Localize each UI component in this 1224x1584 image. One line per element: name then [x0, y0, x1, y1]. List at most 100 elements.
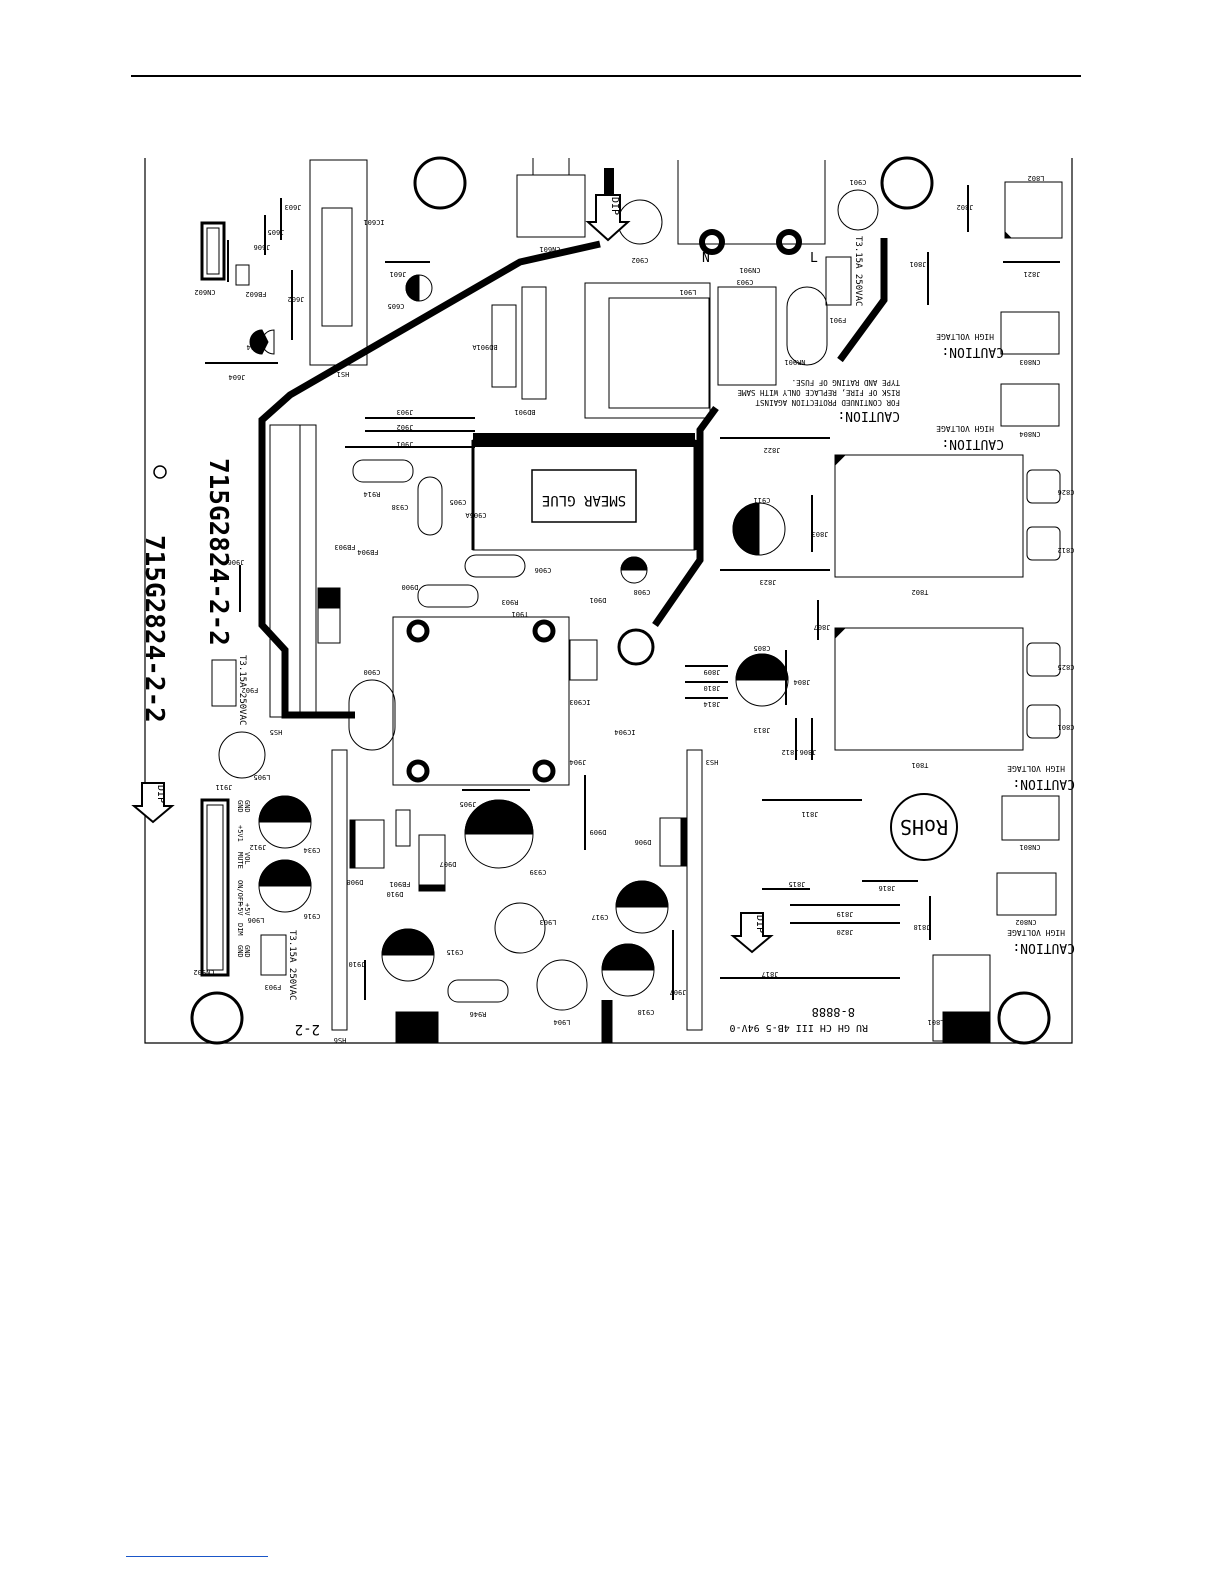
refdes-j823: J823 [760, 578, 777, 586]
refdes-c901: C901 [850, 178, 867, 186]
refdes-j901: J901 [397, 440, 414, 448]
refdes-d901: D901 [590, 596, 607, 604]
fuse-rating-f903: T3.15A 250VAC [287, 930, 297, 1000]
line-label-l: L [810, 251, 818, 266]
r946 [447, 979, 509, 1003]
refdes-j821: J821 [1024, 270, 1041, 278]
isolation-line [652, 405, 719, 627]
refdes-c915: C915 [447, 948, 464, 956]
refdes-cn902: CN902 [193, 968, 214, 976]
isolation-line [837, 238, 888, 363]
svg-text:+5V1: +5V1 [236, 825, 244, 842]
ul-mark: RU GH CH III 4B-5 94V-0 [730, 1022, 868, 1033]
f901 [825, 256, 852, 306]
refdes-t901: T901 [512, 610, 529, 618]
caution-label: CAUTION: HIGH VOLTAGE [1007, 764, 1075, 791]
refdes-t801: T801 [912, 761, 929, 769]
t801 [834, 627, 1024, 751]
smear-glue-text: SMEAR GLUE [542, 492, 626, 508]
l905 [218, 731, 266, 779]
refdes-c918: C918 [638, 1008, 655, 1016]
mount-hole [997, 991, 1051, 1045]
l903 [494, 902, 546, 954]
refdes-fb904: FB904 [357, 548, 378, 556]
svg-text:GND: GND [243, 945, 251, 958]
refdes-l905: L905 [254, 773, 271, 781]
refdes-r903: R903 [502, 598, 519, 606]
smear-glue-box [531, 469, 637, 523]
refdes-c900: C900 [364, 668, 381, 676]
refdes-j906: J906 [228, 558, 245, 566]
svg-text:FOR CONTINUED PROTECTION AGAIN: FOR CONTINUED PROTECTION AGAINST [755, 398, 900, 407]
refdes-l906: L906 [248, 916, 265, 924]
cn804 [1000, 383, 1060, 427]
refdes-d910: D910 [387, 890, 404, 898]
svg-text:CAUTION:: CAUTION: [1012, 776, 1075, 791]
f903 [260, 934, 287, 976]
r903 [417, 584, 479, 608]
hs3 [686, 749, 703, 1031]
svg-text:MUTE: MUTE [236, 852, 244, 869]
refdes-cn802: CN802 [1015, 918, 1036, 926]
refdes-j818: J818 [914, 923, 931, 931]
nr901 [786, 286, 828, 366]
refdes-d908: D908 [347, 878, 364, 886]
jumpers [205, 185, 1060, 1000]
refdes-j812: J812 [782, 748, 799, 756]
svg-text:GND: GND [236, 945, 244, 958]
refdes-c801: C801 [1058, 723, 1075, 731]
page-top-rule [131, 75, 1081, 77]
fb602 [235, 264, 250, 286]
refdes-fb903: FB903 [334, 543, 355, 551]
refdes-d906: D906 [635, 838, 652, 846]
refdes-j816: J816 [879, 884, 896, 892]
refdes-j602: J602 [288, 295, 305, 303]
refdes-c805: C805 [754, 644, 771, 652]
cn902-pin-labels: GND GND +5V1 MUTE VOL ON/OFF +5V +5V DIM… [236, 800, 251, 958]
hs1 [309, 159, 368, 366]
caution-label: CAUTION: HIGH VOLTAGE [936, 424, 1004, 451]
svg-text:TYPE AND RATING OF FUSE.: TYPE AND RATING OF FUSE. [792, 378, 900, 387]
refdes-hs3: HS3 [706, 758, 719, 766]
svg-text:CAUTION:: CAUTION: [941, 344, 1004, 359]
refdes-ic904: IC904 [614, 728, 635, 736]
refdes-cn901: CN901 [739, 266, 760, 274]
page-footnote-rule [126, 1556, 268, 1557]
ic601 [321, 207, 353, 327]
r914 [352, 459, 414, 483]
refdes-l801: L801 [928, 1018, 945, 1026]
svg-text:CAUTION:: CAUTION: [941, 436, 1004, 451]
svg-text:HIGH VOLTAGE: HIGH VOLTAGE [1007, 928, 1065, 937]
refdes-f902: F902 [242, 686, 259, 694]
refdes-d900: D900 [402, 583, 419, 591]
refdes-c825: C825 [1058, 663, 1075, 671]
refdes-j606: J606 [254, 243, 271, 251]
svg-text:HIGH VOLTAGE: HIGH VOLTAGE [1007, 764, 1065, 773]
svg-text:VOL: VOL [243, 852, 251, 865]
refdes-c916: C916 [304, 912, 321, 920]
isolation-line [258, 240, 601, 719]
refdes-j814: J814 [704, 700, 721, 708]
refdes-c938: C938 [392, 503, 409, 511]
ic903 [569, 639, 598, 681]
refdes-j817: J817 [762, 970, 779, 978]
refdes-c906: C906 [535, 566, 552, 574]
refdes-c604: C604 [247, 343, 264, 351]
refdes-cn801: CN801 [1019, 843, 1040, 851]
svg-text:DIM: DIM [236, 923, 244, 936]
refdes-fb901: FB901 [389, 880, 410, 888]
refdes-j810: J810 [704, 684, 721, 692]
l904 [536, 959, 588, 1011]
refdes-bd901: BD901 [514, 408, 535, 416]
rohs-mark [890, 793, 958, 861]
refdes-j601: J601 [390, 270, 407, 278]
refdes-c905: C905 [450, 498, 467, 506]
svg-text:CAUTION:: CAUTION: [837, 408, 900, 423]
refdes-j902: J902 [397, 423, 414, 431]
refdes-j802: J802 [957, 203, 974, 211]
refdes-j811: J811 [802, 810, 819, 818]
refdes-l901: L901 [680, 288, 697, 296]
refdes-j904: J904 [570, 758, 587, 766]
